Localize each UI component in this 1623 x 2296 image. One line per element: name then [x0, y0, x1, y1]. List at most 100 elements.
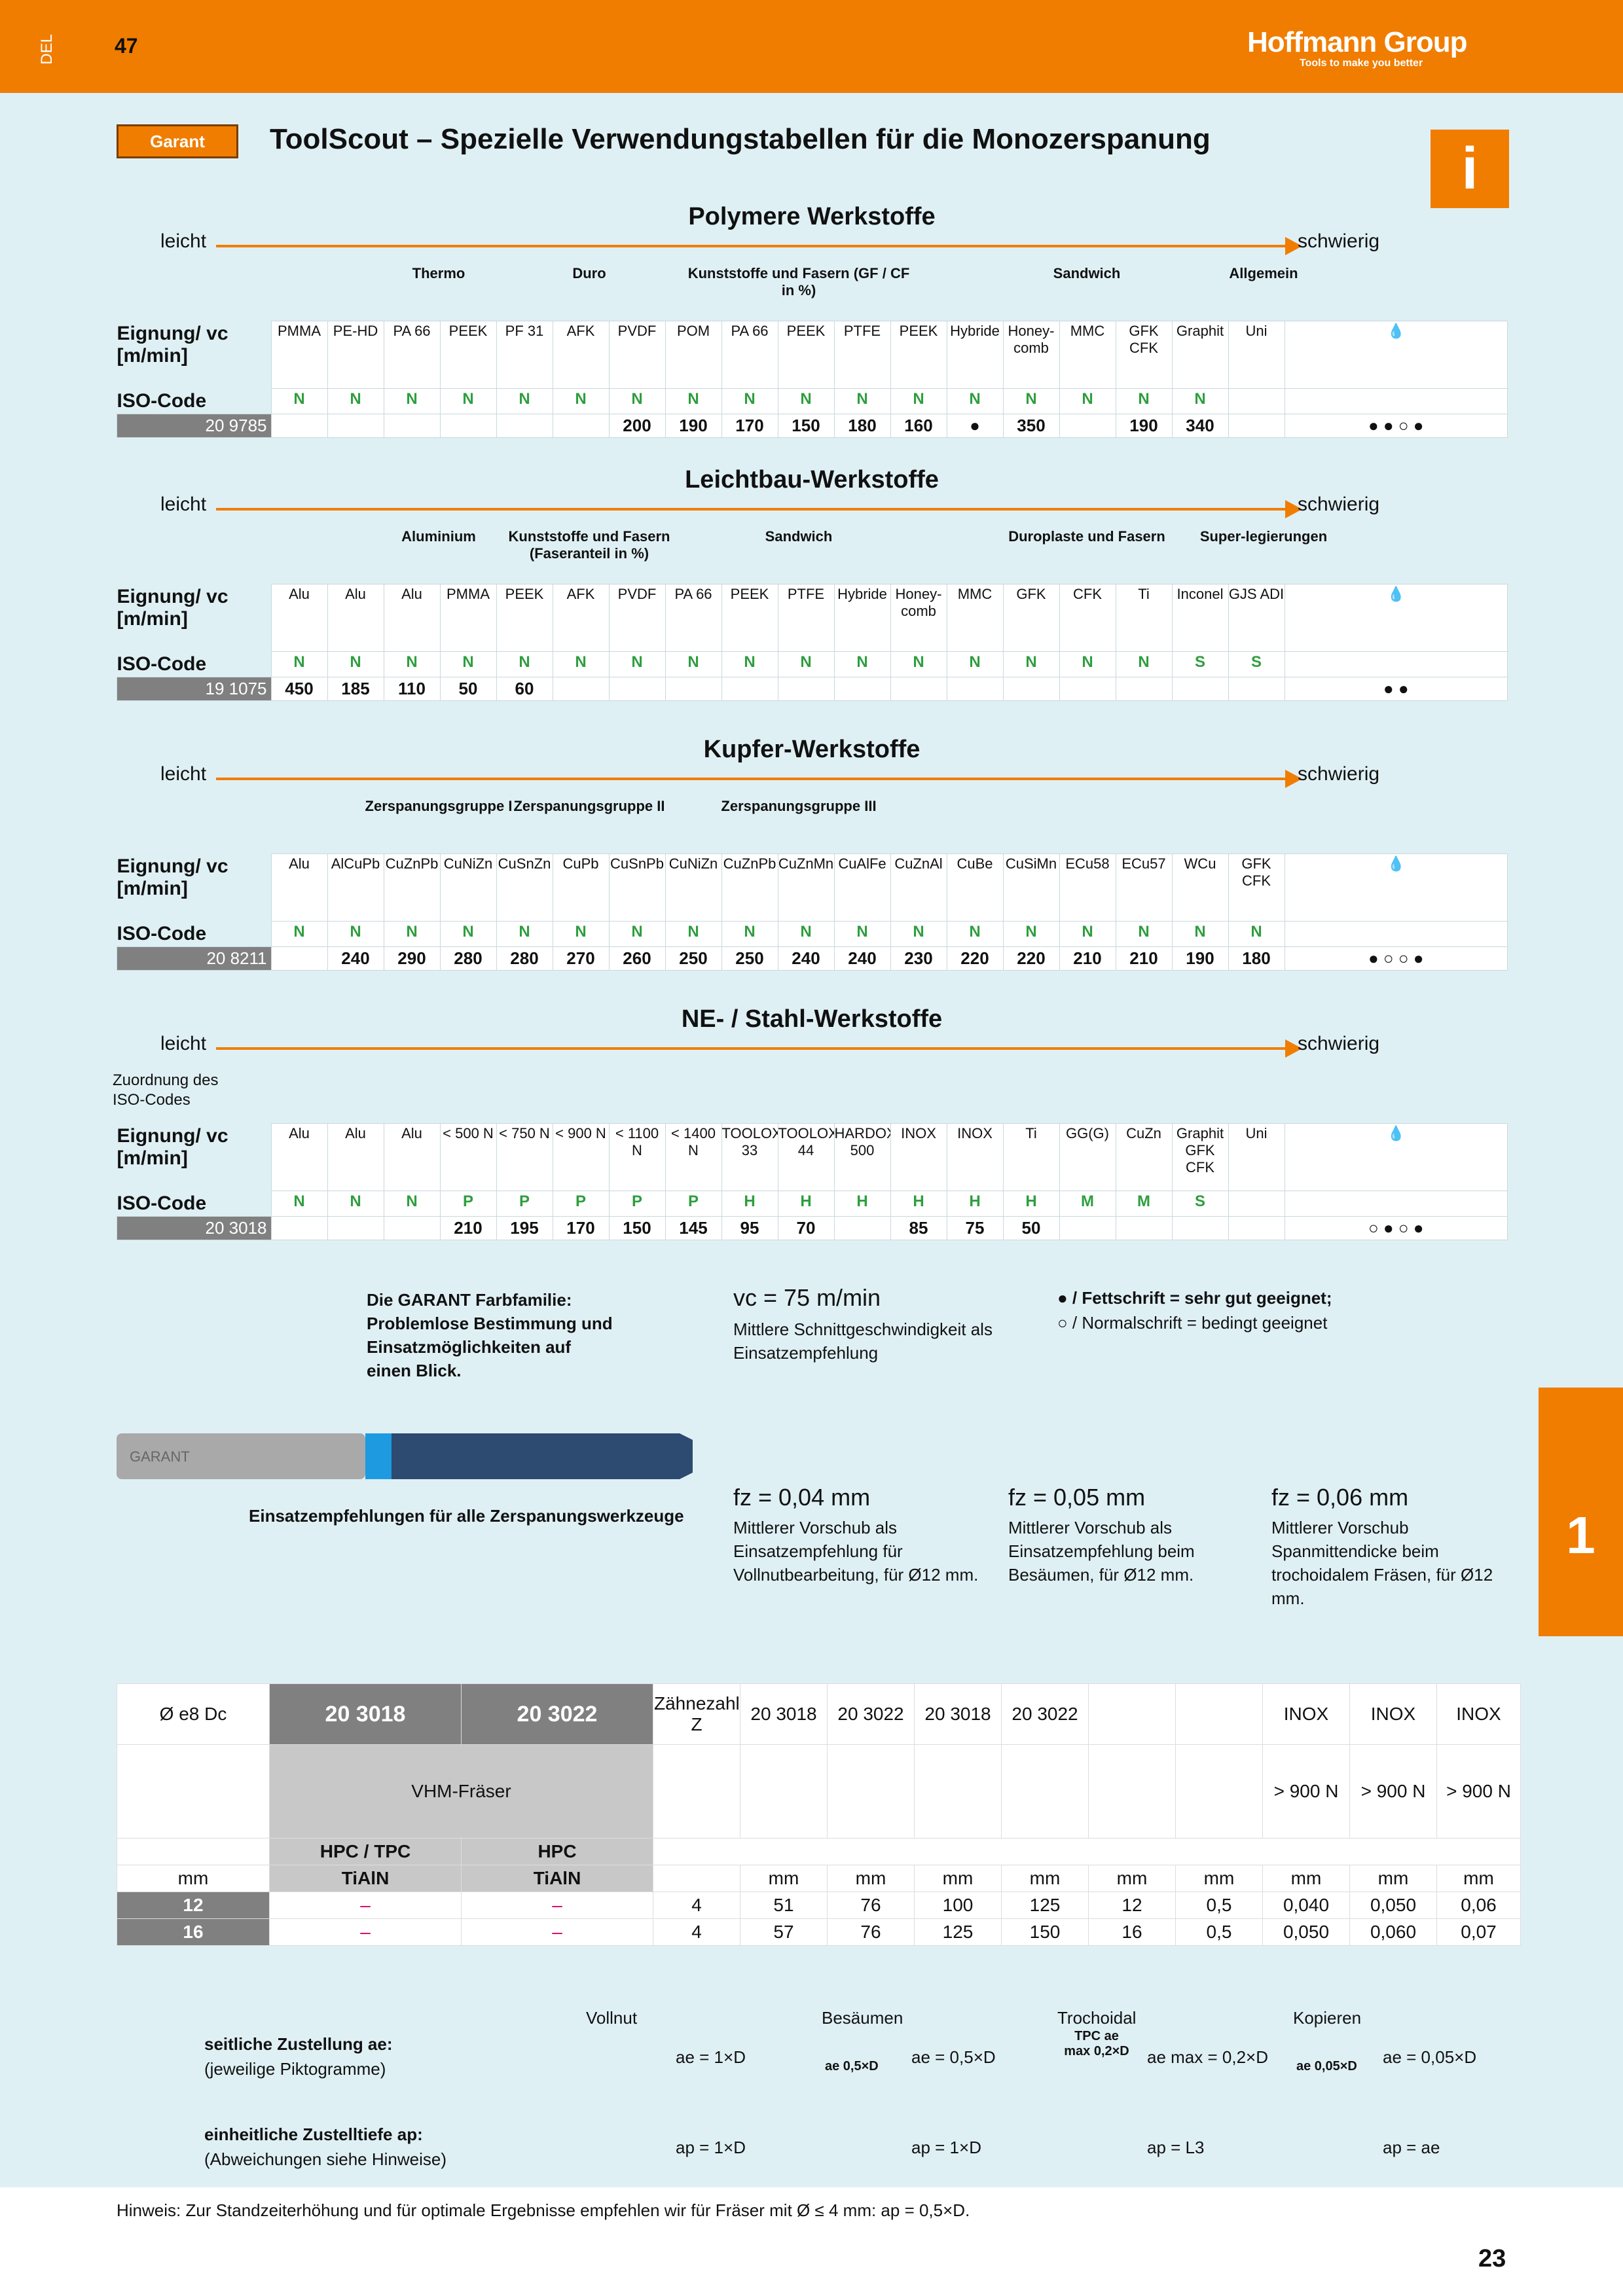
vc-cell: 220	[1002, 946, 1060, 971]
vc-cell	[1228, 676, 1285, 701]
iso-cell: N	[1059, 921, 1116, 947]
zahn-header: Zähnezahl Z	[653, 1683, 740, 1745]
pict-besaeumen: ae 0,5×D	[825, 2059, 879, 2073]
col-b: 20 3022	[827, 1683, 915, 1745]
label-easy: leicht	[160, 1033, 207, 1054]
iso-cell: N	[270, 388, 328, 414]
material-cell: Alu	[327, 1123, 384, 1191]
group-label: Thermo	[412, 265, 465, 281]
tool-ring	[365, 1433, 392, 1479]
vc-sub-note: Mittlere Schnittgeschwindigkeit als Eins…	[733, 1319, 993, 1363]
vc-cell: 280	[496, 946, 553, 971]
iso-cell: S	[1171, 651, 1229, 677]
iso-cell: N	[721, 921, 778, 947]
material-cell: < 750 N	[496, 1123, 553, 1191]
language-label: DEL	[38, 34, 56, 65]
vc-cell: 290	[383, 946, 441, 971]
table-cell: 0,07	[1436, 1918, 1521, 1946]
material-cell: POM	[665, 321, 722, 389]
label-easy: leicht	[160, 493, 207, 515]
iso-cell: M	[1115, 1191, 1173, 1217]
material-cell: PEEK	[721, 584, 778, 652]
iso-cell: N	[552, 921, 610, 947]
col-a: 20 3018	[740, 1683, 828, 1745]
iso-cell: P	[439, 1191, 497, 1217]
ap2: ap = 1×D	[911, 2138, 981, 2157]
iso-cell: N	[890, 921, 947, 947]
section-title: NE- / Stahl-Werkstoffe	[681, 1005, 943, 1033]
article-code: 20 9785	[117, 413, 272, 438]
iso-cell: N	[439, 388, 497, 414]
suitability-dots: ● ○ ○ ●	[1284, 946, 1508, 971]
iso-cell: N	[833, 651, 891, 677]
table-cell: 0,050	[1262, 1918, 1350, 1946]
material-cell: AFK	[552, 321, 610, 389]
vc-cell: 340	[1171, 413, 1229, 438]
ap-label: einheitliche Zustelltiefe ap:	[204, 2125, 423, 2144]
iso-cell: N	[496, 388, 553, 414]
material-cell: Alu	[327, 584, 384, 652]
vc-cell: 260	[608, 946, 666, 971]
vc-cell: 150	[608, 1215, 666, 1240]
material-cell: Honey-comb	[1002, 321, 1060, 389]
difficulty-arrow	[216, 500, 1302, 518]
material-cell: Hybride	[833, 584, 891, 652]
iso-cell: S	[1171, 1191, 1229, 1217]
iso-cell: N	[721, 651, 778, 677]
material-cell: < 1400 N	[665, 1123, 722, 1191]
coolant-icons: 💧	[1284, 853, 1508, 922]
vc-cell: ●	[946, 413, 1004, 438]
pict-kopieren: ae 0,05×D	[1296, 2059, 1357, 2073]
iso-cell: N	[439, 921, 497, 947]
material-cell: PTFE	[777, 584, 835, 652]
table-cell: –	[461, 1892, 653, 1919]
group-label: Allgemein	[1229, 265, 1298, 281]
material-cell: AFK	[552, 584, 610, 652]
col-inox3: INOX	[1436, 1683, 1521, 1745]
ap3: ap = L3	[1147, 2138, 1205, 2157]
label-easy: leicht	[160, 763, 207, 785]
iso-cell: N	[383, 1191, 441, 1217]
chapter-tab[interactable]: 1	[1539, 1388, 1623, 1636]
iso-label: ISO-Code	[117, 1191, 271, 1216]
table-cell: 76	[827, 1892, 915, 1919]
vc-cell: 180	[833, 413, 891, 438]
vc-cell	[270, 1215, 328, 1240]
material-cell: < 1100 N	[608, 1123, 666, 1191]
vc-cell: 240	[833, 946, 891, 971]
gt900-1: > 900 N	[1262, 1744, 1350, 1839]
material-cell: Inconel	[1171, 584, 1229, 652]
fz2: fz = 0,05 mm	[1008, 1484, 1146, 1511]
group-label: Super-legierungen	[1199, 528, 1328, 545]
vc-cell	[1002, 676, 1060, 701]
ae2: ae = 0,5×D	[911, 2047, 996, 2067]
header-bar	[0, 0, 1623, 93]
iso-cell: H	[721, 1191, 778, 1217]
vc-cell: 230	[890, 946, 947, 971]
material-cell: CuNiZn	[665, 853, 722, 922]
unit-mm: mm	[117, 1865, 270, 1892]
vc-cell	[833, 676, 891, 701]
iso-cell: P	[496, 1191, 553, 1217]
fz2-sub: Mittlerer Vorschub als Einsatzempfehlung…	[1008, 1518, 1195, 1585]
iso-cell: N	[552, 651, 610, 677]
table-cell: 57	[740, 1918, 828, 1946]
table-cell: 12	[1088, 1892, 1176, 1919]
vc-cell: 170	[552, 1215, 610, 1240]
vc-cell	[327, 1215, 384, 1240]
iso-cell: N	[777, 921, 835, 947]
col-f	[1175, 1683, 1263, 1745]
material-cell: CuSiMn	[1002, 853, 1060, 922]
material-cell: PMMA	[439, 584, 497, 652]
farbfamilie-note: Die GARANT Farbfamilie: Problemlose Best…	[367, 1290, 613, 1380]
iso-cell: H	[777, 1191, 835, 1217]
material-cell: Hybride	[946, 321, 1004, 389]
group-label: Zerspanungsgruppe I	[365, 798, 513, 814]
tool-tip	[680, 1433, 693, 1479]
table-cell: 0,06	[1436, 1892, 1521, 1919]
dimension-table: Ø e8 Dc 20 3018 20 3022 Zähnezahl Z 20 3…	[117, 1683, 1521, 1946]
iso-cell: M	[1059, 1191, 1116, 1217]
iso-cell: H	[1002, 1191, 1060, 1217]
vc-cell: 210	[439, 1215, 497, 1240]
